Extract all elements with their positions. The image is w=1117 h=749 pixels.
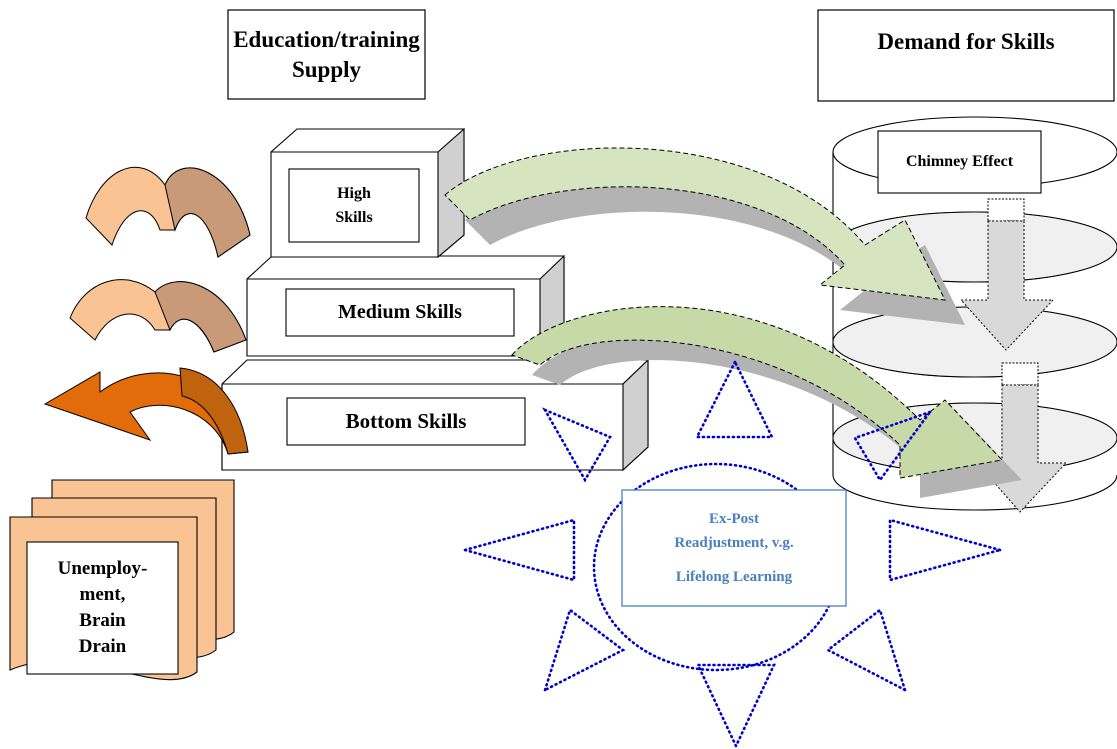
readjustment-box (621, 489, 847, 607)
readjustment-sun (460, 359, 1005, 749)
readjustment-line3: Lifelong Learning (675, 569, 793, 585)
bottom-skills-label: Bottom Skills (345, 409, 467, 433)
readjustment-line1: Ex-Post (709, 511, 759, 527)
chimney-arrow-upper (959, 198, 1055, 351)
medium-skills-block (246, 254, 565, 358)
curl-arrow-middle (69, 279, 247, 353)
high-skills-label: High Skills (335, 184, 373, 226)
supply-box (227, 9, 426, 100)
unemployment-label: Unemploy- ment, Brain Drain (57, 558, 148, 657)
high-to-demand-arrow (444, 147, 965, 325)
curl-arrow-bottom (43, 367, 249, 455)
chimney-effect-label: Chimney Effect (905, 153, 1014, 170)
medium-skills-label: Medium Skills (338, 301, 462, 323)
high-skills-block (270, 127, 465, 259)
curl-arrow-top (85, 166, 251, 258)
demand-box (817, 9, 1115, 102)
medium-to-demand-arrow (511, 306, 1022, 498)
demand-box-label: Demand for Skills (877, 29, 1055, 54)
readjustment-text: Ex-Post Readjustment, v.g. Lifelong Lear… (622, 490, 846, 606)
readjustment-line2: Readjustment, v.g. (674, 535, 794, 551)
unemployment-document (9, 479, 235, 681)
supply-box-label: Education/training Supply (233, 26, 420, 82)
chimney-box (877, 130, 1042, 194)
